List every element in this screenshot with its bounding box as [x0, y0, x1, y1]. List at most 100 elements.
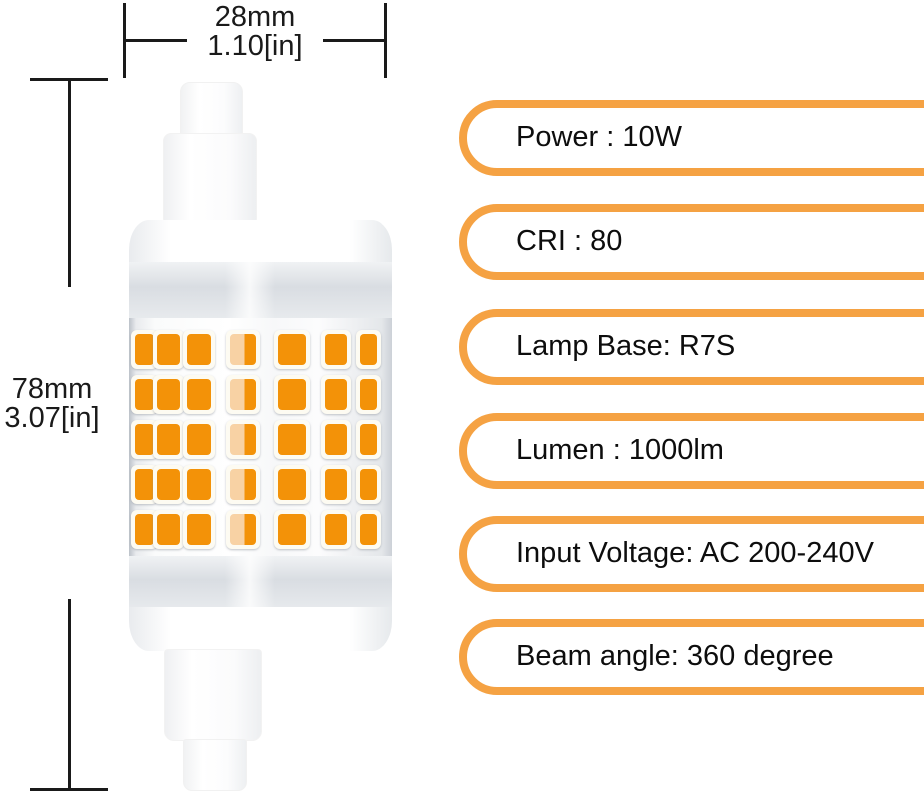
led-chip — [183, 375, 215, 414]
led-chip — [321, 375, 351, 414]
bulb-bottom-pin — [183, 739, 247, 791]
spec-pill-beam: Beam angle: 360 degree — [459, 619, 924, 695]
bulb-glass-tube — [129, 318, 392, 558]
led-chip-die — [230, 424, 256, 455]
led-chip — [274, 330, 310, 369]
spec-pill-lumen: Lumen : 1000lm — [459, 413, 924, 489]
led-chip — [226, 465, 260, 504]
led-chip-die — [157, 334, 180, 365]
led-chip-die — [325, 469, 347, 500]
led-chip-die — [135, 469, 154, 500]
glass-shine — [225, 262, 275, 318]
led-chip-die — [278, 514, 306, 545]
led-chip — [356, 420, 381, 459]
led-chip-die — [360, 379, 377, 410]
led-chip — [183, 420, 215, 459]
led-chip — [321, 330, 351, 369]
led-chip-die — [187, 469, 211, 500]
spec-pill-power: Power : 10W — [459, 100, 924, 176]
led-chip-die — [157, 469, 180, 500]
led-chip — [274, 465, 310, 504]
led-chip-die — [230, 379, 256, 410]
led-chip — [321, 510, 351, 549]
led-chip-die — [230, 469, 256, 500]
led-chip-die — [360, 469, 377, 500]
led-chip-die — [187, 334, 211, 365]
led-chip-die — [325, 379, 347, 410]
height-dim-line-upper — [68, 78, 71, 287]
led-chip — [274, 510, 310, 549]
led-chip-die — [278, 424, 306, 455]
led-chip — [356, 330, 381, 369]
led-chip — [153, 330, 184, 369]
led-chip — [321, 465, 351, 504]
width-dim-line-right — [323, 39, 387, 42]
led-chip — [226, 330, 260, 369]
led-chip-die — [278, 469, 306, 500]
led-chip-die — [135, 514, 154, 545]
led-chip — [274, 420, 310, 459]
height-dim-line-lower — [68, 599, 71, 789]
spec-label: Power : 10W — [516, 121, 682, 153]
led-chip — [226, 420, 260, 459]
led-chip — [153, 510, 184, 549]
led-grid — [129, 318, 392, 558]
led-chip — [153, 375, 184, 414]
width-dim-line-left — [123, 39, 187, 42]
bulb-top-pin — [180, 82, 243, 138]
spec-pill-voltage: Input Voltage: AC 200-240V — [459, 516, 924, 592]
bulb-bottom-neck — [164, 649, 262, 741]
height-dim-tick-bottom — [30, 788, 108, 791]
spec-label: CRI : 80 — [516, 225, 623, 257]
led-chip — [356, 510, 381, 549]
spec-pill-base: Lamp Base: R7S — [459, 309, 924, 385]
led-chip-die — [230, 514, 256, 545]
led-chip-die — [135, 424, 154, 455]
spec-label: Beam angle: 360 degree — [516, 640, 834, 672]
led-chip — [274, 375, 310, 414]
led-chip-die — [360, 514, 377, 545]
led-chip — [226, 375, 260, 414]
height-dim-label: 78mm 3.07[in] — [0, 375, 108, 433]
width-metric: 28mm — [214, 1, 296, 33]
led-chip-die — [135, 379, 154, 410]
spec-pill-cri: CRI : 80 — [459, 204, 924, 280]
spec-label: Input Voltage: AC 200-240V — [516, 537, 874, 569]
led-chip — [153, 465, 184, 504]
glass-shine — [225, 556, 275, 609]
spec-label: Lumen : 1000lm — [516, 434, 724, 466]
led-chip-die — [278, 379, 306, 410]
bulb-frost-bottom — [129, 556, 392, 609]
led-chip-die — [157, 514, 180, 545]
width-dim-label: 28mm 1.10[in] — [180, 3, 330, 61]
led-chip-die — [360, 334, 377, 365]
led-chip — [183, 510, 215, 549]
led-chip — [356, 375, 381, 414]
height-imperial: 3.07[in] — [4, 402, 100, 434]
width-imperial: 1.10[in] — [207, 30, 303, 62]
led-chip — [183, 465, 215, 504]
led-chip — [153, 420, 184, 459]
bulb-bottom-cap — [129, 607, 392, 651]
led-chip-die — [157, 424, 180, 455]
led-chip-die — [187, 379, 211, 410]
led-chip-die — [360, 424, 377, 455]
bulb-frost-top — [129, 262, 392, 318]
bulb-top-neck — [163, 133, 257, 223]
bulb-top-cap — [129, 220, 392, 266]
led-chip-die — [135, 334, 154, 365]
led-chip-die — [230, 334, 256, 365]
led-chip-die — [187, 424, 211, 455]
led-chip — [321, 420, 351, 459]
led-chip-die — [325, 424, 347, 455]
led-chip-die — [278, 334, 306, 365]
height-metric: 78mm — [11, 373, 93, 405]
spec-label: Lamp Base: R7S — [516, 330, 736, 362]
led-chip — [226, 510, 260, 549]
led-chip — [356, 465, 381, 504]
led-chip-die — [325, 514, 347, 545]
led-chip-die — [325, 334, 347, 365]
led-chip-die — [157, 379, 180, 410]
led-chip — [183, 330, 215, 369]
